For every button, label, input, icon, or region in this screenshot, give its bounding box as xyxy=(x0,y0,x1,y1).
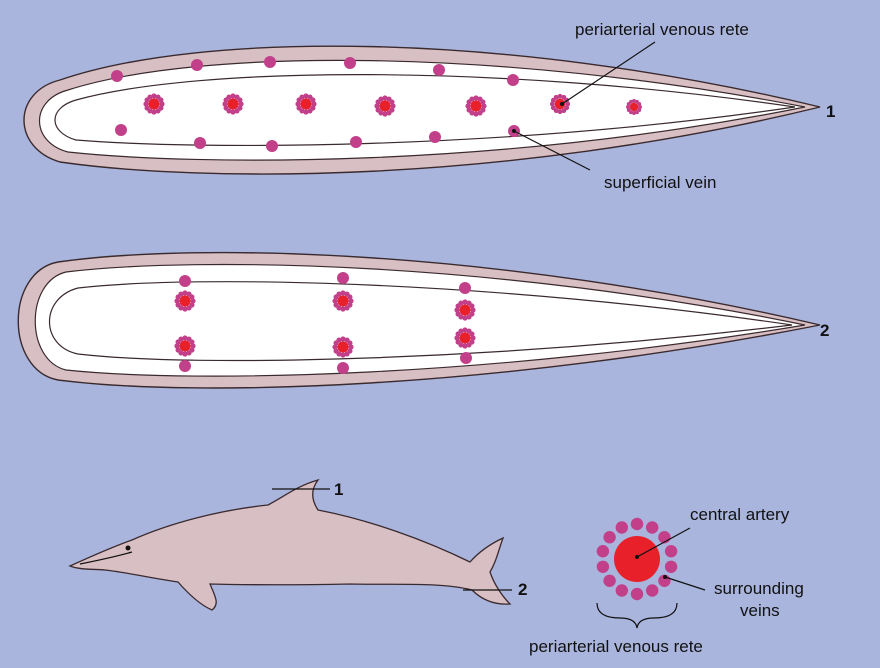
rete-vein xyxy=(347,294,352,299)
section-index-2: 2 xyxy=(820,321,829,340)
surrounding-vein xyxy=(597,561,609,573)
rete-artery xyxy=(338,296,349,307)
label-central-artery: central artery xyxy=(690,505,790,524)
superficial-vein xyxy=(337,362,349,374)
label-periarterial-venous-rete: periarterial venous rete xyxy=(575,20,749,39)
surrounding-vein xyxy=(665,545,677,557)
rete-artery xyxy=(228,99,239,110)
label-veins: veins xyxy=(740,601,780,620)
marker-dorsal-fin: 1 xyxy=(334,480,343,499)
surrounding-vein xyxy=(616,584,628,596)
rete-vein xyxy=(480,99,485,104)
rete-vein xyxy=(469,303,474,308)
superficial-vein xyxy=(191,59,203,71)
rete-vein xyxy=(469,331,474,336)
superficial-vein xyxy=(115,124,127,136)
surrounding-vein xyxy=(616,521,628,533)
superficial-vein xyxy=(507,74,519,86)
superficial-vein xyxy=(344,57,356,69)
surrounding-vein xyxy=(646,584,658,596)
rete-artery xyxy=(460,333,471,344)
surrounding-vein xyxy=(631,588,643,600)
label-detail-rete: periarterial venous rete xyxy=(529,637,703,656)
label-superficial-vein: superficial vein xyxy=(604,173,716,192)
surrounding-vein xyxy=(603,575,615,587)
rete-vein xyxy=(347,340,352,345)
vein-pointer-dot xyxy=(512,129,516,133)
marker-fluke: 2 xyxy=(518,580,527,599)
superficial-vein xyxy=(264,56,276,68)
rete-artery xyxy=(630,103,638,111)
rete-artery xyxy=(460,305,471,316)
superficial-vein xyxy=(111,70,123,82)
dolphin-eye xyxy=(126,546,131,551)
superficial-vein xyxy=(179,275,191,287)
surrounding-vein xyxy=(646,521,658,533)
artery-pointer-dot xyxy=(635,555,639,559)
surrounding-vein xyxy=(631,518,643,530)
rete-artery xyxy=(380,101,391,112)
surrounding-vein xyxy=(597,545,609,557)
superficial-vein xyxy=(459,282,471,294)
rete-vein xyxy=(158,97,163,102)
rete-vein xyxy=(189,294,194,299)
rete-vein xyxy=(237,97,242,102)
superficial-vein xyxy=(429,131,441,143)
rete-artery xyxy=(301,99,312,110)
superficial-vein xyxy=(460,352,472,364)
rete-vein xyxy=(637,102,641,106)
superficial-vein xyxy=(350,136,362,148)
rete-artery xyxy=(180,341,191,352)
surrounding-vein xyxy=(665,561,677,573)
superficial-vein xyxy=(337,272,349,284)
rete-vein xyxy=(189,339,194,344)
superficial-vein xyxy=(194,137,206,149)
veins-pointer-dot xyxy=(663,575,667,579)
rete-artery xyxy=(180,296,191,307)
superficial-vein xyxy=(179,360,191,372)
rete-pointer-dot xyxy=(560,102,564,106)
rete-vein xyxy=(389,99,394,104)
section-index-1: 1 xyxy=(826,102,835,121)
superficial-vein xyxy=(433,64,445,76)
rete-artery xyxy=(338,342,349,353)
label-surrounding: surrounding xyxy=(714,579,804,598)
surrounding-vein xyxy=(603,531,615,543)
rete-artery xyxy=(149,99,160,110)
rete-artery xyxy=(471,101,482,112)
rete-vein xyxy=(310,97,315,102)
superficial-vein xyxy=(266,140,278,152)
